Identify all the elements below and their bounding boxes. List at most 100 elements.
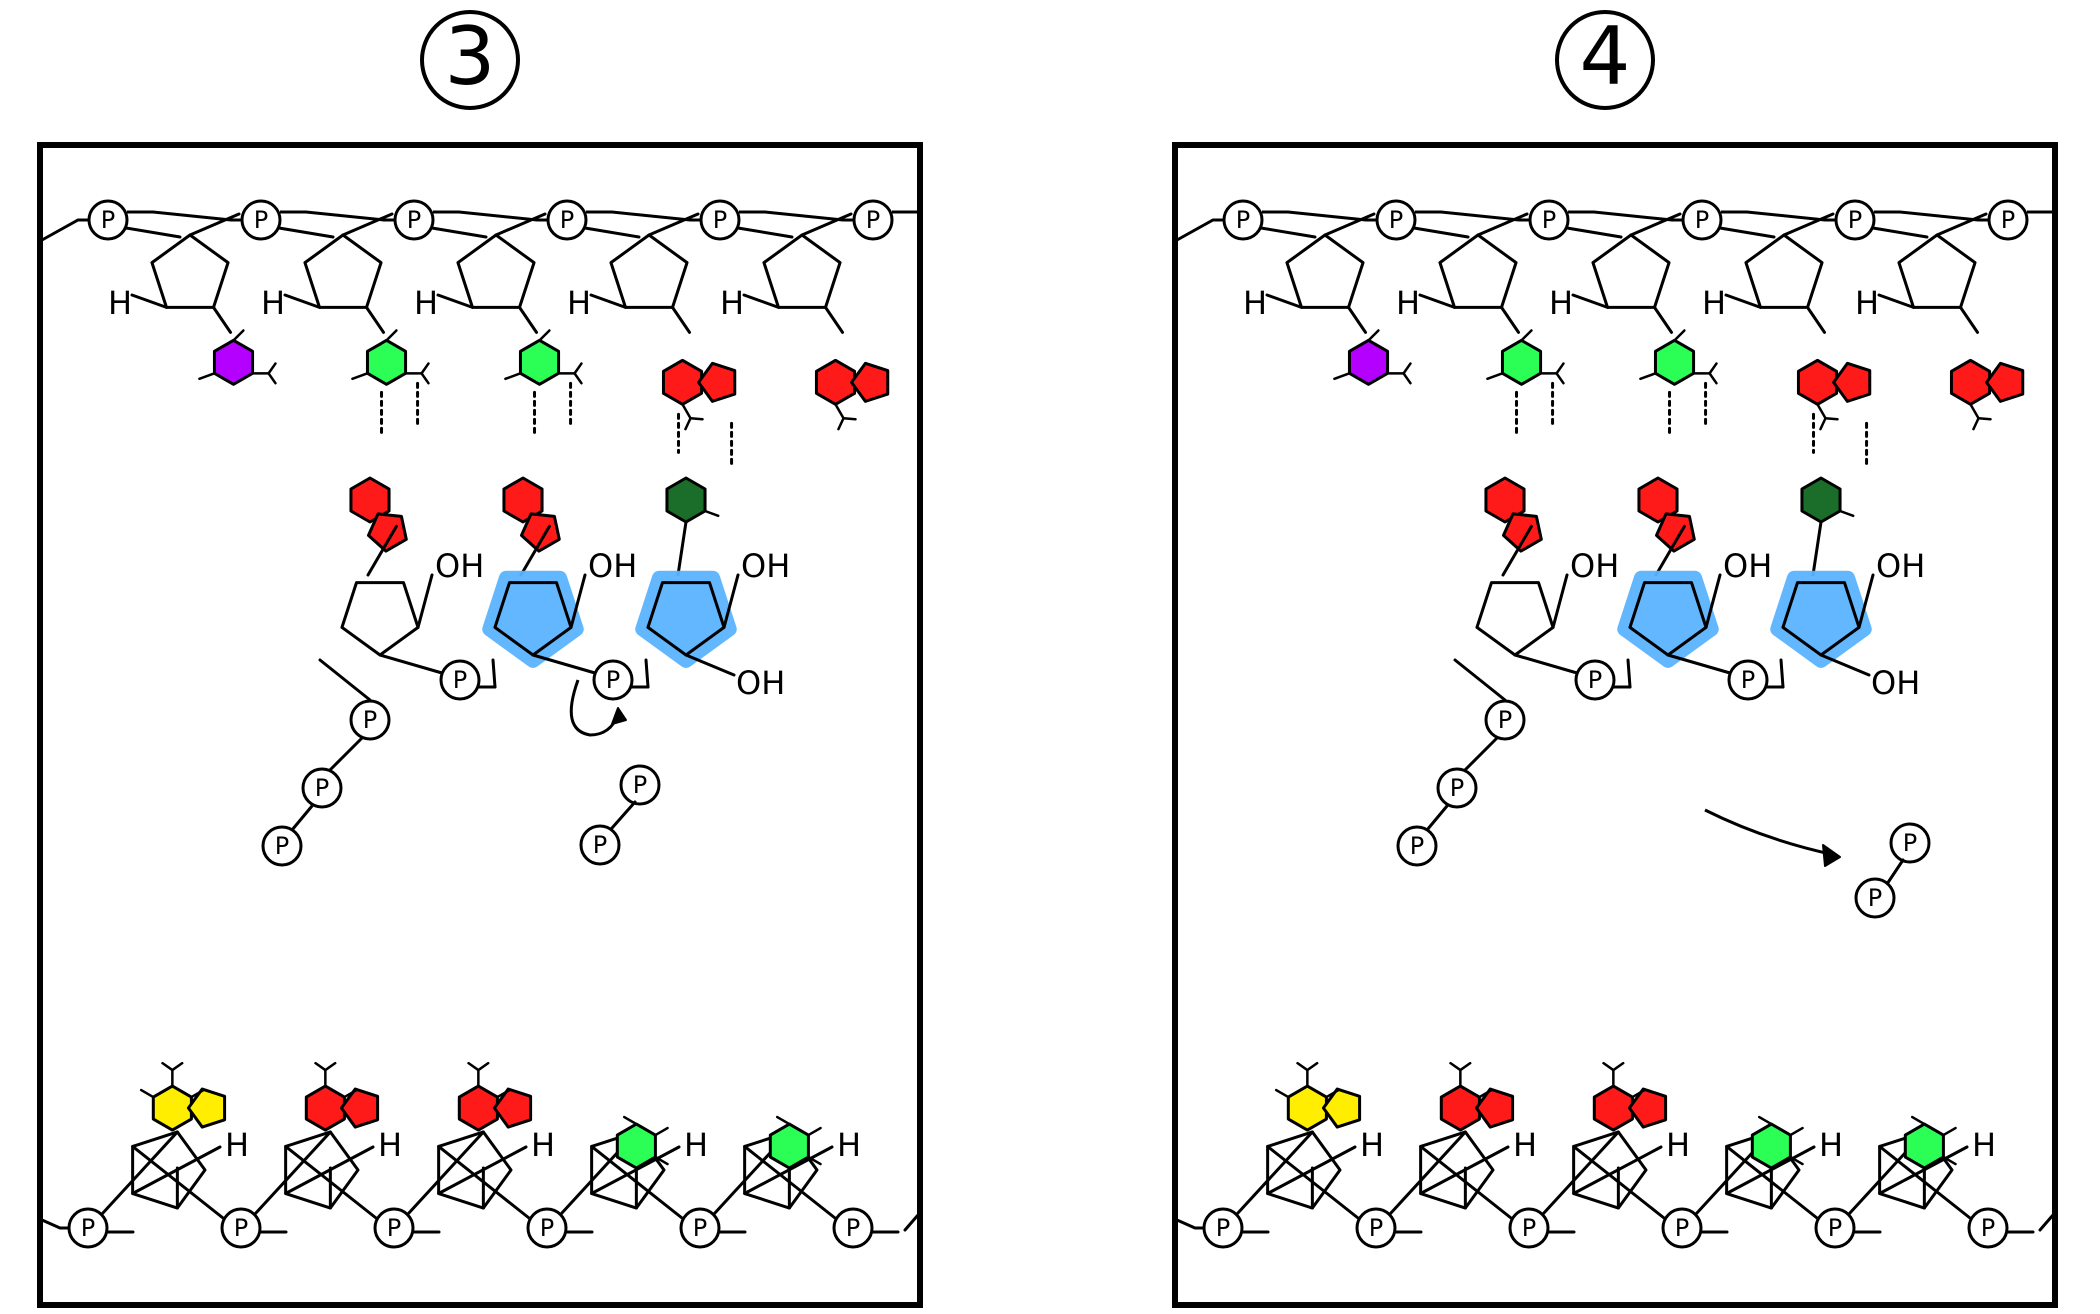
bottom-purine-base: [457, 1084, 533, 1132]
backbone-link: [341, 212, 394, 237]
glycosidic-bond: [518, 305, 539, 334]
phosphate-label: P: [1410, 832, 1424, 860]
purine-hexagon: [814, 358, 857, 406]
purine-pentagon: [1654, 512, 1696, 553]
bottom-sugar-ring: [284, 1130, 360, 1210]
phosphate-circle: [852, 199, 894, 241]
purine-pentagon: [1832, 361, 1872, 403]
backbone-link: [277, 226, 335, 239]
new-pyrimidine-base: [665, 476, 707, 524]
phosphate-label: P: [1695, 206, 1709, 234]
hydrogen-label: H: [567, 284, 591, 322]
phosphate-label: P: [633, 771, 647, 799]
new-sugar-ring: [1781, 581, 1861, 657]
oh-bond-line: [1819, 653, 1871, 677]
side-group-line: [1708, 362, 1718, 375]
side-group-line: [1296, 1061, 1309, 1072]
glycosidic-bond: [824, 305, 845, 334]
hydrogen-label: H: [414, 284, 438, 322]
h-bond-line: [1724, 293, 1762, 309]
side-group-line: [1602, 1061, 1615, 1072]
side-group-line: [324, 1061, 337, 1072]
phosphate-label: P: [315, 774, 329, 802]
phosphate-label: P: [1522, 1214, 1536, 1242]
bottom-purine-base: [304, 1084, 380, 1132]
hydroxyl-label: OH: [741, 547, 790, 585]
hydrogen-label: H: [531, 1126, 555, 1164]
new-purine-base: [502, 476, 561, 553]
purine-hexagon: [661, 358, 704, 406]
purine-hexagon: [457, 1084, 499, 1132]
bottom-pyrimidine-base: [768, 1122, 810, 1170]
side-group-line: [1333, 372, 1351, 381]
phosphate-label: P: [713, 206, 727, 234]
hydroxyl-label: OH: [1876, 547, 1925, 585]
new-purine-base: [349, 476, 408, 553]
phosphate-circle: [699, 199, 741, 241]
phosphate-label: P: [81, 1214, 95, 1242]
purine-hexagon: [1592, 1084, 1634, 1132]
side-group-line: [1816, 403, 1827, 420]
phosphate-circle: [619, 764, 661, 806]
backbone-link: [1629, 212, 1682, 237]
side-group-line: [314, 1061, 327, 1072]
glycosidic-bond: [1806, 305, 1827, 334]
phosphate-circle: [87, 199, 129, 241]
phosphate-label: P: [1236, 206, 1250, 234]
backbone-link: [736, 226, 794, 239]
backbone-link: [1476, 212, 1529, 237]
phosphate-circle: [349, 699, 391, 741]
side-group-line: [1555, 362, 1565, 375]
phosphate-label: P: [363, 706, 377, 734]
backbone-link: [430, 226, 488, 239]
purine-hexagon: [349, 476, 391, 524]
phosphate-circle: [1355, 1207, 1397, 1249]
new-sugar-ring: [1628, 581, 1708, 657]
top-sugar-ring: [150, 233, 230, 309]
glycosidic-bond: [671, 305, 692, 334]
new-sugar-highlight: [1770, 570, 1872, 668]
phosphate-label: P: [1588, 666, 1602, 694]
backbone-link: [100, 1130, 179, 1216]
purine-hexagon: [1637, 476, 1679, 524]
new-sugar-ring: [340, 581, 420, 657]
side-group-line: [622, 1115, 638, 1126]
h-bond-line: [436, 293, 474, 309]
hydrogen-label: H: [261, 284, 285, 322]
phosphate-circle: [592, 659, 634, 701]
side-group-line: [232, 329, 245, 342]
side-group-line: [1977, 416, 1992, 421]
hydroxyl-label: OH: [1570, 547, 1619, 585]
backbone-link: [491, 658, 497, 689]
bottom-sugar-ring: [1266, 1130, 1342, 1210]
side-group-line: [654, 1155, 669, 1166]
phosphate-circle: [1508, 1207, 1550, 1249]
hydrogen-label: H: [1360, 1126, 1384, 1164]
phosphate-circle: [1834, 199, 1876, 241]
phosphate-circle: [1375, 199, 1417, 241]
hydrogen-label: H: [1819, 1126, 1843, 1164]
glycosidic-bond: [365, 305, 386, 334]
side-group-line: [1459, 1061, 1472, 1072]
backbone-link: [1871, 226, 1929, 239]
purine-pentagon: [519, 512, 561, 553]
hydroxyl-label: OH: [435, 547, 484, 585]
top-purine-base: [814, 358, 890, 406]
side-group-line: [807, 1155, 822, 1166]
side-group-line: [573, 372, 583, 385]
side-group-line: [1402, 372, 1412, 385]
phosphate-circle: [1574, 659, 1616, 701]
side-group-line: [1824, 416, 1839, 421]
oh-bond-line: [1551, 573, 1569, 629]
step-number-circle: [420, 10, 520, 110]
phosphate-label: P: [540, 1214, 554, 1242]
purine-pentagon: [697, 361, 737, 403]
phosphate-circle: [373, 1207, 415, 1249]
phosphate-label: P: [1498, 706, 1512, 734]
phosphate-label: P: [1741, 666, 1755, 694]
side-group-line: [1789, 1126, 1804, 1137]
top-sugar-ring: [456, 233, 536, 309]
top-pyrimidine-base: [365, 338, 408, 386]
